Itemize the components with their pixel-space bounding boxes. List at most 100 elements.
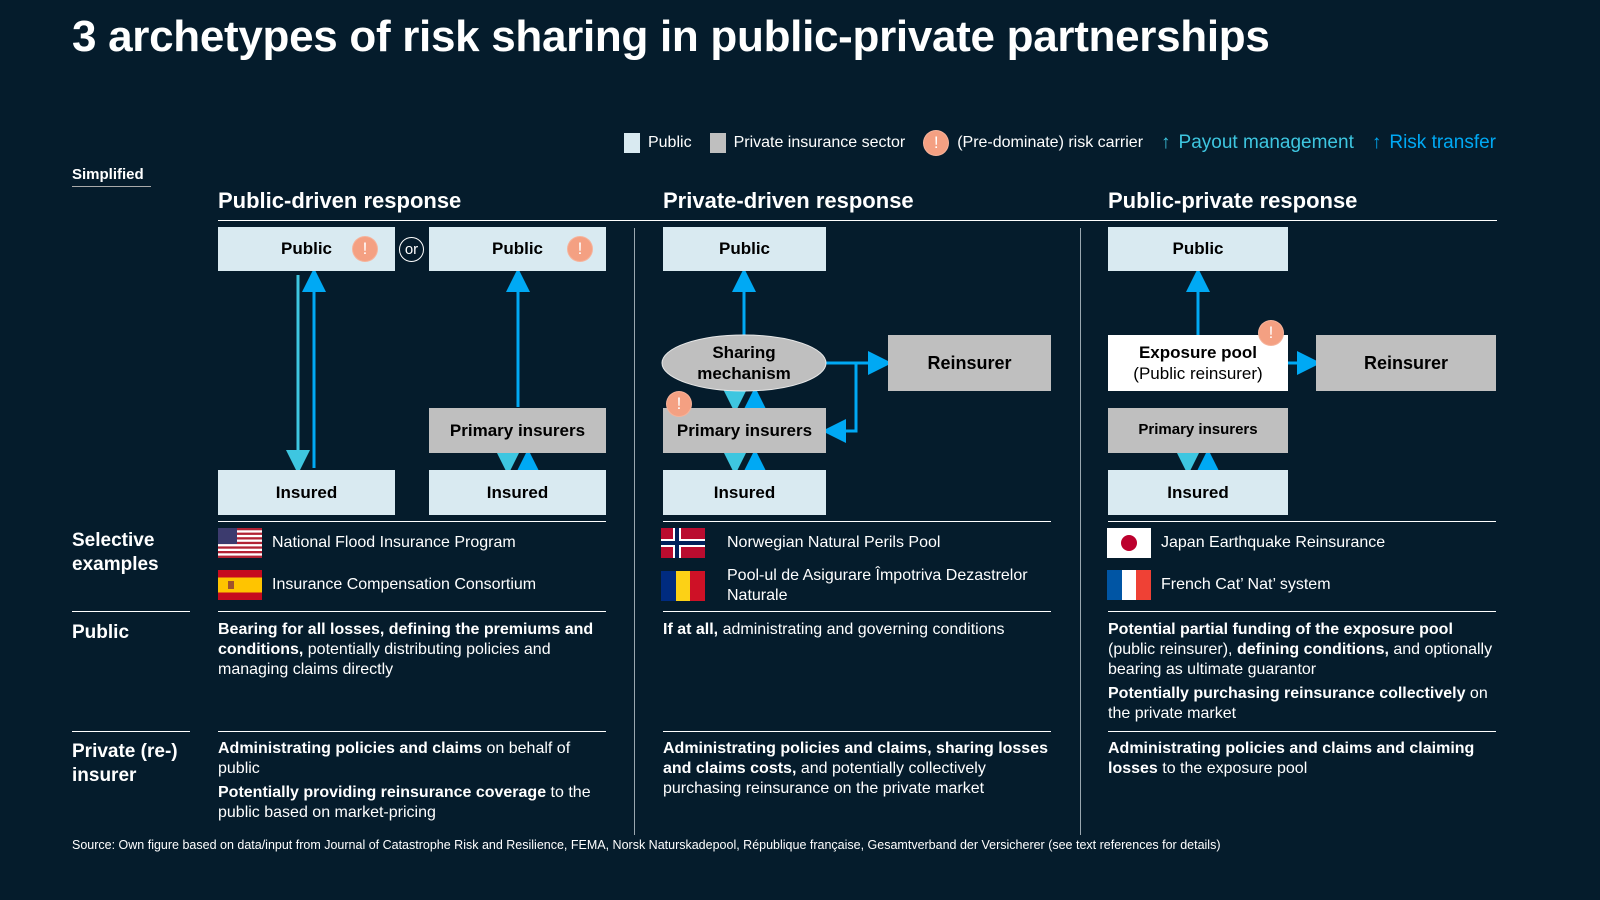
divider [1108, 731, 1496, 732]
reinsurer-box: Reinsurer [1316, 335, 1496, 391]
legend: Public Private insurance sector !(Pre-do… [614, 130, 1496, 156]
bold-text: Potentially providing reinsurance covera… [218, 784, 547, 801]
box-label: Primary insurers [676, 420, 813, 440]
example-item: Japan Earthquake Reinsurance [1107, 528, 1385, 558]
divider [1108, 611, 1496, 612]
example-label: French Cat’ Nat’ system [1161, 576, 1331, 593]
us-flag-icon [218, 528, 262, 558]
risk-carrier-icon: ! [567, 236, 593, 262]
legend-public: Public [647, 134, 692, 151]
box-label: Public [491, 239, 543, 259]
box-label: Reinsurer [1363, 352, 1449, 373]
risk-carrier-icon: ! [666, 391, 692, 417]
bold-text: If at all, [663, 621, 719, 638]
divider [663, 611, 1051, 612]
reinsurer-box: Reinsurer [888, 335, 1051, 391]
or-label: or [399, 237, 424, 262]
text: on the private market [1108, 685, 1488, 722]
box-label: Insured [275, 482, 338, 502]
example-label: Pool-ul de Asigurare Împotriva Dezastrel… [727, 567, 1028, 604]
example-item: Norwegian Natural Perils Pool [661, 528, 940, 558]
insured-box: Insured [429, 470, 606, 515]
sharing-mechanism-label: Sharing mechanism [697, 342, 791, 383]
row-label-public: Public [72, 622, 130, 643]
box-label: Primary insurers [1138, 421, 1258, 439]
transfer-arrow-icon: ↑ [1371, 132, 1382, 153]
primary-insurers-box: Primary insurers [1108, 408, 1288, 453]
private-role-text: Administrating policies and claims on be… [218, 739, 613, 827]
norway-flag-icon [661, 528, 705, 558]
bold-text: Administrating policies and claims and c… [1108, 740, 1475, 777]
example-label: National Flood Insurance Program [272, 534, 516, 551]
insured-box: Insured [218, 470, 395, 515]
divider [72, 731, 190, 732]
transfer-arrow [822, 363, 858, 443]
column-header-public: Public-driven response [218, 188, 462, 213]
example-label: Japan Earthquake Reinsurance [1161, 534, 1386, 551]
header-divider [218, 220, 1497, 221]
bold-text: Bearing for all losses, defining the pre… [218, 621, 594, 658]
public-role-text: If at all, administrating and governing … [663, 620, 1058, 644]
risk-carrier-icon: ! [1258, 320, 1284, 346]
divider [218, 731, 606, 732]
source-note: Source: Own figure based on data/input f… [72, 838, 1221, 852]
page-title: 3 archetypes of risk sharing in public-p… [72, 12, 1270, 61]
france-flag-icon [1107, 570, 1151, 600]
private-role-text: Administrating policies and claims and c… [1108, 739, 1503, 783]
private-swatch [709, 133, 726, 153]
box-label: Public [280, 239, 332, 259]
text: (public reinsurer), [1108, 641, 1237, 658]
text: and optionally bearing as ultimate guara… [1108, 641, 1493, 678]
romania-flag-icon [661, 571, 705, 601]
column-header-ppp: Public-private response [1108, 188, 1358, 213]
example-label: Insurance Compensation Consortium [272, 576, 537, 593]
divider [663, 731, 1051, 732]
row-label-examples: Selective examples [72, 530, 159, 575]
public-role-text: Bearing for all losses, defining the pre… [218, 620, 613, 684]
bold-text: Potentially purchasing reinsurance colle… [1108, 685, 1466, 702]
divider [1108, 521, 1496, 522]
divider [218, 611, 606, 612]
private-role-text: Administrating policies and claims, shar… [663, 739, 1058, 803]
bold-text: defining conditions, [1236, 641, 1389, 658]
box-sublabel: (Public reinsurer) [1133, 364, 1263, 383]
divider [72, 611, 190, 612]
primary-insurers-box: Primary insurers [663, 408, 826, 453]
text: on behalf of public [218, 740, 571, 777]
box-label: Insured [486, 482, 549, 502]
box-label: Exposure pool [1138, 342, 1258, 362]
primary-insurers-box: Primary insurers [429, 408, 606, 453]
box-label: Public [1172, 239, 1224, 259]
example-item: Insurance Compensation Consortium [218, 570, 536, 600]
example-item: National Flood Insurance Program [218, 528, 516, 558]
box-label: Primary insurers [449, 420, 586, 440]
public-box: Public [1108, 227, 1288, 271]
text: to the public based on market-pricing [218, 784, 591, 821]
legend-private: Private insurance sector [733, 134, 906, 151]
divider [663, 521, 1051, 522]
legend-transfer: Risk transfer [1389, 132, 1496, 153]
legend-payout: Payout management [1178, 132, 1354, 153]
box-label: Insured [713, 482, 776, 502]
public-box: Public [663, 227, 826, 271]
box-label: Insured [1167, 482, 1229, 502]
exposure-pool-box: Exposure pool (Public reinsurer) [1108, 335, 1288, 391]
simplified-label: Simplified [72, 166, 151, 187]
box-label: Public [718, 239, 770, 259]
bold-text: Potential partial funding of the exposur… [1108, 621, 1453, 638]
column-divider [634, 228, 635, 835]
text: and potentially collectively purchasing … [663, 760, 986, 797]
divider [218, 521, 606, 522]
box-label: Reinsurer [927, 352, 1012, 373]
public-swatch [623, 133, 640, 153]
sharing-mechanism-shape [661, 334, 827, 392]
japan-flag-icon [1107, 528, 1151, 558]
example-item: French Cat’ Nat’ system [1107, 570, 1331, 600]
payout-arrow-icon: ↑ [1161, 132, 1171, 153]
public-role-text: Potential partial funding of the exposur… [1108, 620, 1503, 728]
example-item: Pool-ul de Asigurare Împotriva Dezastrel… [661, 566, 1041, 606]
bold-text: Administrating policies and claims, shar… [663, 740, 1048, 777]
text: administrating and governing conditions [718, 621, 1005, 638]
insured-box: Insured [1108, 470, 1288, 515]
